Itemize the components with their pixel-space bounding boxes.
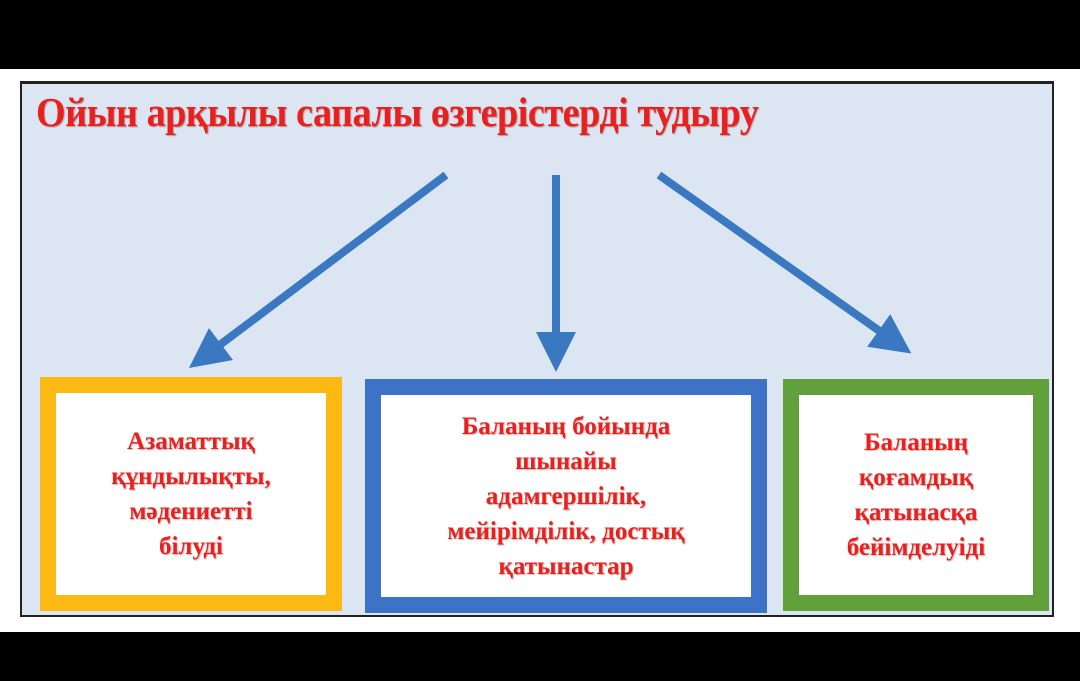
box-social-adaptation: Баланың қоғамдық қатынасқа бейімделуіді bbox=[783, 379, 1049, 611]
box-text: Баланың қоғамдық қатынасқа бейімделуіді bbox=[846, 429, 986, 561]
box-civic-values: Азаматтық құндылықты, мәдениетті білуді bbox=[40, 377, 342, 611]
slide-title: Ойын арқылы сапалы өзгерістерді тудыру bbox=[36, 89, 759, 135]
arrow-left bbox=[189, 171, 449, 369]
box-text: Баланың бойында шынайы адамгершілік, мей… bbox=[447, 412, 685, 580]
arrow-right bbox=[656, 171, 912, 354]
box-text: Азаматтық құндылықты, мәдениетті білуді bbox=[111, 428, 271, 560]
box-humane-relations: Баланың бойында шынайы адамгершілік, мей… bbox=[365, 379, 767, 613]
